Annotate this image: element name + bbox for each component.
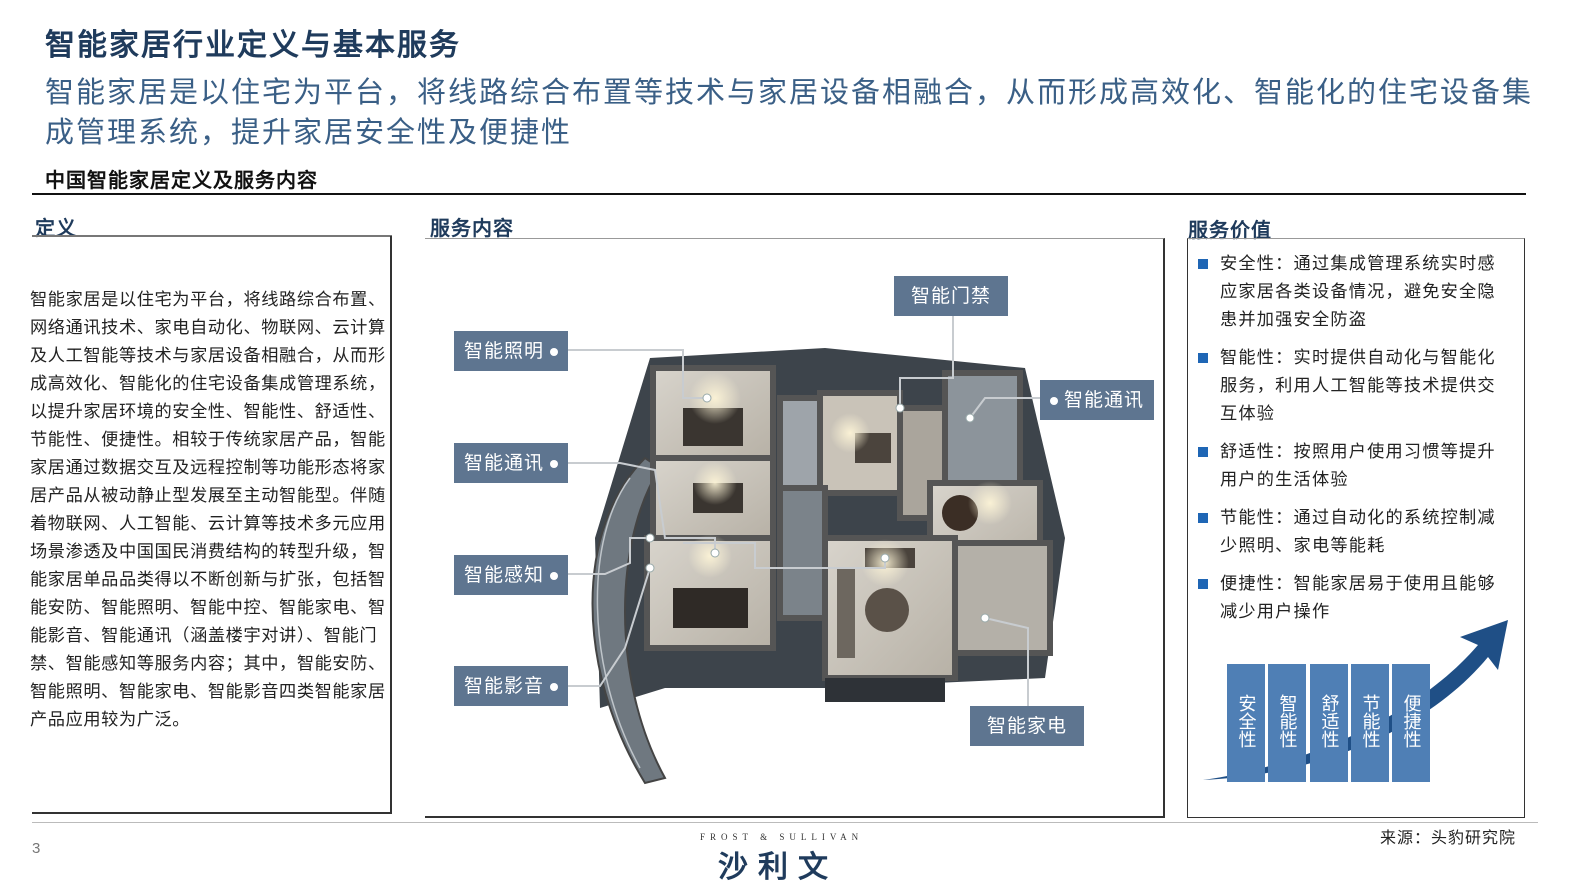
- page-subtitle: 智能家居是以住宅为平台，将线路综合布置等技术与家居设备相融合，从而形成高效化、智…: [45, 75, 1534, 149]
- tag-smart-appliance: 智能家电: [970, 706, 1084, 746]
- definition-text: 智能家居是以住宅为平台，将线路综合布置、网络通讯技术、家电自动化、物联网、云计算…: [30, 290, 386, 730]
- page-number: 3: [32, 840, 41, 857]
- pillar-comfort: 舒适性: [1310, 664, 1348, 782]
- services-box: [425, 238, 1165, 818]
- bullet-square-icon: [1198, 579, 1208, 589]
- bullet-square-icon: [1198, 259, 1208, 269]
- value-item-energy-saving: 节能性：通过自动化的系统控制减少照明、家电等能耗: [1198, 504, 1510, 560]
- tag-smart-communication-right: 智能通讯: [1040, 380, 1154, 420]
- services-heading: 服务内容: [430, 216, 514, 240]
- tag-smart-audio-video: 智能影音: [454, 666, 568, 706]
- tag-smart-access-control: 智能门禁: [894, 276, 1008, 316]
- definition-box: [32, 236, 392, 814]
- value-list: 安全性：通过集成管理系统实时感应家居各类设备情况，避免安全隐患并加强安全防盗 智…: [1198, 250, 1510, 636]
- source-note: 来源：头豹研究院: [1380, 828, 1517, 847]
- tag-connector-dot: [550, 348, 558, 356]
- pillar-energy-saving: 节能性: [1351, 664, 1389, 782]
- value-item-intelligence: 智能性：实时提供自动化与智能化服务，利用人工智能等技术提供交互体验: [1198, 344, 1510, 428]
- tag-connector-dot: [550, 572, 558, 580]
- value-box: [1187, 238, 1525, 818]
- tag-connector-dot: [550, 460, 558, 468]
- value-item-convenience: 便捷性：智能家居易于使用且能够减少用户操作: [1198, 570, 1510, 626]
- section-divider: [32, 193, 1526, 195]
- bullet-square-icon: [1198, 447, 1208, 457]
- brand-logo-en: FROST & SULLIVAN: [700, 832, 864, 842]
- tag-connector-dot: [550, 683, 558, 691]
- definition-heading-rule: [32, 235, 392, 237]
- tag-smart-lighting: 智能照明: [454, 331, 568, 371]
- pillar-intelligence: 智能性: [1268, 664, 1306, 782]
- value-item-comfort: 舒适性：按照用户使用习惯等提升用户的生活体验: [1198, 438, 1510, 494]
- smart-home-floorplan-illustration: [560, 313, 1065, 785]
- bullet-square-icon: [1198, 353, 1208, 363]
- tag-smart-communication-left: 智能通讯: [454, 443, 568, 483]
- page-title: 智能家居行业定义与基本服务: [45, 28, 461, 63]
- tag-connector-dot: [1049, 397, 1058, 405]
- value-item-safety: 安全性：通过集成管理系统实时感应家居各类设备情况，避免安全隐患并加强安全防盗: [1198, 250, 1510, 334]
- tag-smart-sensing: 智能感知: [454, 555, 568, 595]
- bullet-square-icon: [1198, 513, 1208, 523]
- section-title: 中国智能家居定义及服务内容: [45, 168, 318, 192]
- footer-divider: [32, 822, 1538, 823]
- brand-logo-cn: 沙利文: [718, 850, 838, 885]
- pillar-convenience: 便捷性: [1392, 664, 1430, 782]
- pillar-safety: 安全性: [1227, 664, 1265, 782]
